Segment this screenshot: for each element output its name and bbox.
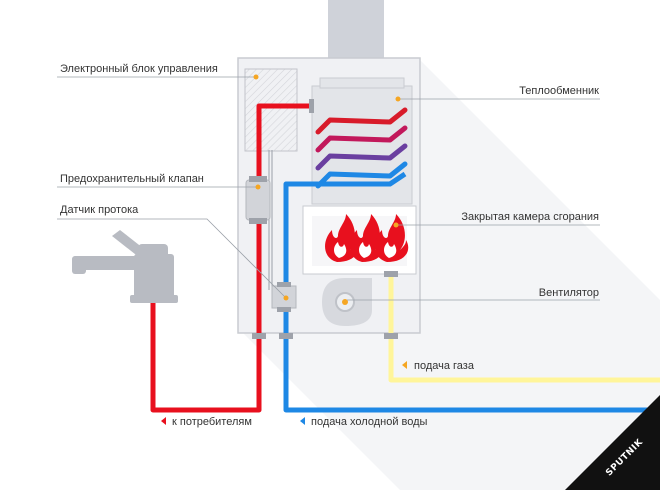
flow-label-consumers: к потребителям xyxy=(172,416,252,428)
gas-arrow-icon xyxy=(402,361,407,369)
flow-sensor-cap xyxy=(277,282,291,287)
label-flow-sensor: Датчик протока xyxy=(60,204,139,216)
label-fan: Вентилятор xyxy=(539,287,599,299)
leader-dots xyxy=(253,74,401,301)
leader-lines xyxy=(57,76,600,301)
flame-icon xyxy=(325,214,409,262)
fan-hub xyxy=(342,299,348,305)
flow-label-cold-water: подача холодной воды xyxy=(311,416,428,428)
hot-water-pipe xyxy=(150,103,312,413)
label-control-unit: Электронный блок управления xyxy=(60,63,218,75)
safety-valve-cap xyxy=(249,176,267,182)
consumers-arrow-icon xyxy=(161,417,166,425)
label-combustion-chamber: Закрытая камера сгорания xyxy=(461,211,599,223)
flame-core xyxy=(334,242,397,258)
sputnik-logo: SPUTNIK xyxy=(565,395,660,490)
heat-exchanger-top xyxy=(319,77,405,89)
cold-water-pipe xyxy=(283,171,660,413)
cold-water-arrow-icon xyxy=(300,417,305,425)
label-heat-exchanger: Теплообменник xyxy=(519,85,599,97)
flow-label-gas: подача газа xyxy=(414,360,475,372)
pipe-fittings xyxy=(252,99,398,339)
faucet-icon xyxy=(72,230,178,303)
chimney xyxy=(328,0,384,62)
heat-exchanger-coils xyxy=(315,107,408,189)
safety-valve-base xyxy=(249,218,267,224)
gas-pipe xyxy=(388,274,660,383)
flow-sensor-base xyxy=(277,307,291,312)
control-unit xyxy=(244,68,298,152)
label-safety-valve: Предохранительный клапан xyxy=(60,173,204,185)
